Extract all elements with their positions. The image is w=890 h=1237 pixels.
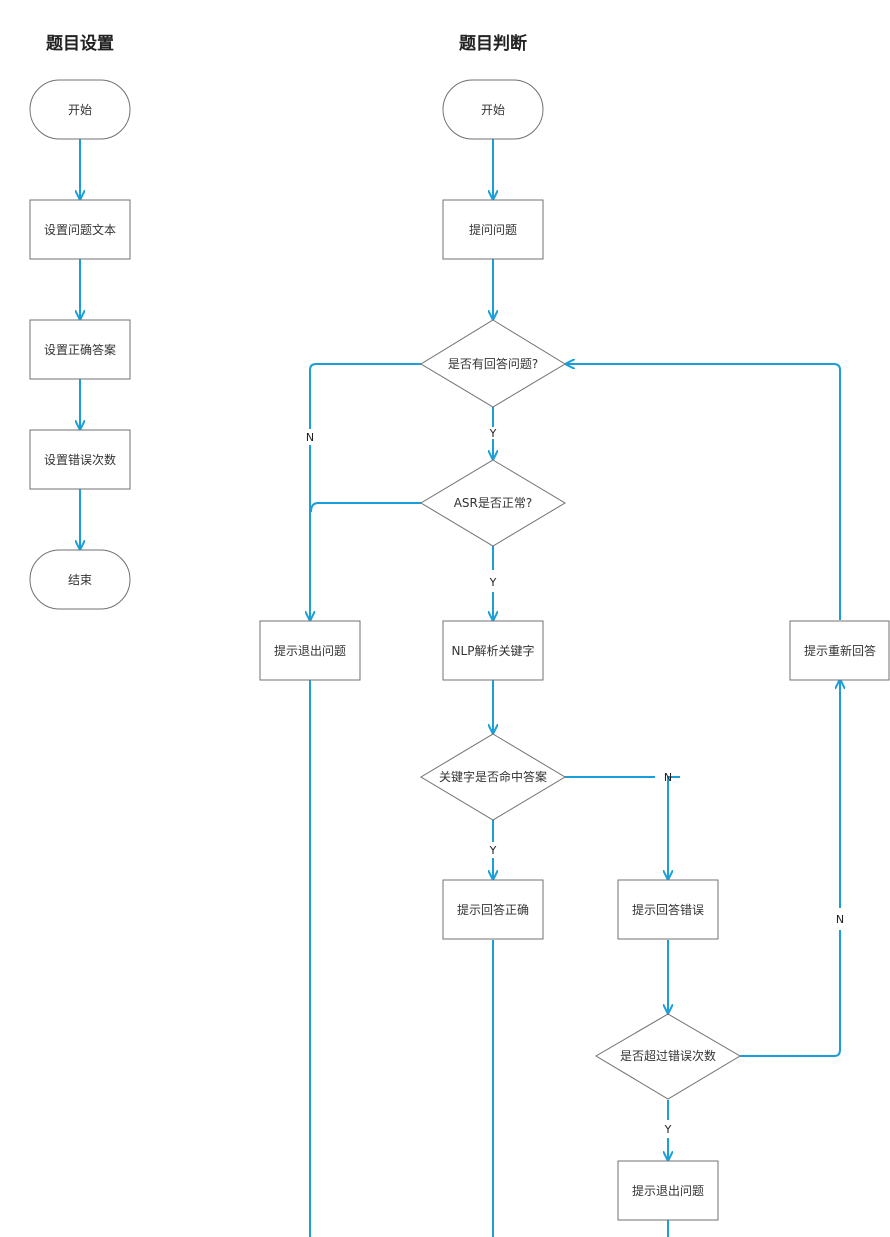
set-errors-node (29, 429, 131, 490)
retry-node (789, 620, 890, 681)
setup-end-label: 结束 (68, 573, 92, 587)
judge-start-label: 开始 (481, 103, 505, 117)
judge-connectors (310, 139, 840, 1237)
branch-label-y-has-answer: Y (489, 427, 497, 440)
setup-end-node (29, 549, 131, 610)
over-limit-label: 是否超过错误次数 (620, 1048, 716, 1063)
nlp-node (442, 620, 544, 681)
branch-label-y-asr: Y (489, 576, 497, 589)
exit-left-node (259, 620, 361, 681)
has-answer-decision (420, 319, 566, 408)
connector (309, 363, 421, 429)
branch-label-n-hit: N (664, 771, 672, 784)
asr-decision (420, 459, 566, 547)
wrong-label: 提示回答错误 (632, 902, 704, 917)
set-text-label: 设置问题文本 (44, 222, 116, 237)
connector (668, 776, 680, 879)
retry-label: 提示重新回答 (804, 643, 876, 658)
branch-label-n-over: N (836, 913, 844, 926)
connector (740, 930, 841, 1057)
set-answer-node (29, 319, 131, 380)
ask-node (442, 199, 544, 260)
exit-bottom-node (617, 1160, 719, 1221)
exit-left-label: 提示退出问题 (274, 643, 346, 658)
nlp-label: NLP解析关键字 (452, 643, 535, 658)
branch-label-y-over: Y (664, 1123, 672, 1136)
setup-start-label: 开始 (68, 103, 92, 117)
judge-start-node (442, 79, 544, 140)
over-limit-decision (595, 1013, 741, 1100)
hit-label: 关键字是否命中答案 (439, 769, 547, 784)
connector (566, 364, 841, 620)
branch-label-n-left: N (306, 431, 314, 444)
branch-label-y-hit: Y (489, 844, 497, 857)
setup-title: 题目设置 (46, 34, 114, 54)
exit-bottom-label: 提示退出问题 (632, 1183, 704, 1198)
judge-nodes: 开始 提问问题 是否有回答问题? ASR是否正常? 提示退出问题 NLP解析关键… (259, 79, 890, 1221)
asr-label: ASR是否正常? (454, 496, 533, 510)
setup-start-node (29, 79, 131, 140)
judge-title: 题目判断 (459, 33, 527, 54)
correct-node (442, 879, 544, 940)
wrong-node (617, 879, 719, 940)
correct-label: 提示回答正确 (457, 902, 529, 917)
set-text-node (29, 199, 131, 260)
setup-flow: 开始 设置问题文本 设置正确答案 设置错误次数 结束 (29, 79, 131, 610)
connector (310, 502, 421, 513)
set-answer-label: 设置正确答案 (44, 342, 116, 357)
ask-label: 提问问题 (469, 222, 517, 237)
branch-labels: N Y Y N Y N Y (306, 427, 844, 1136)
set-errors-label: 设置错误次数 (44, 452, 116, 467)
hit-decision (420, 733, 566, 821)
has-answer-label: 是否有回答问题? (448, 356, 538, 371)
